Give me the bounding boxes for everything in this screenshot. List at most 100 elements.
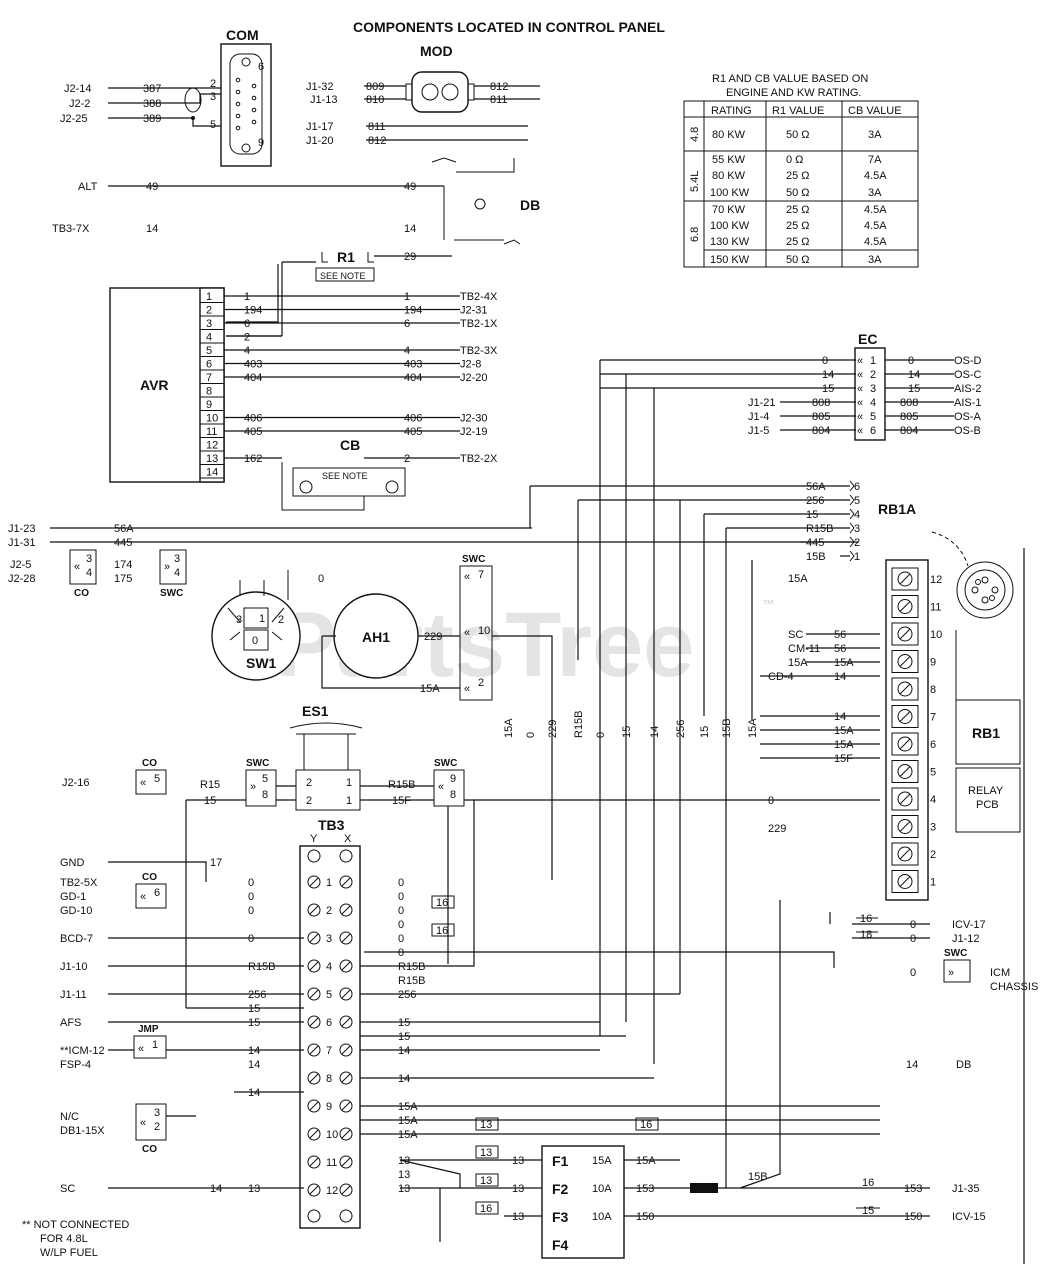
tb3-left-wire: 14 xyxy=(248,1045,260,1057)
rb1a-pin: 5 xyxy=(854,495,860,507)
tb3-left-wire: 0 xyxy=(248,905,254,917)
mod-below-num: 811 xyxy=(368,121,386,133)
com-label: COM xyxy=(226,27,259,43)
avr-pin-number: 3 xyxy=(206,318,212,330)
co-bottom-label: CO xyxy=(142,1144,157,1155)
rm-tag: 16 xyxy=(860,913,872,925)
ec-wire-dest: OS-B xyxy=(954,425,981,437)
vertical-bus-label: 0 xyxy=(595,732,607,738)
avr-wire-num-right: 1 xyxy=(404,291,410,303)
rb1a-wire: 445 xyxy=(806,537,824,549)
table-cell: 100 KW xyxy=(710,187,750,199)
rb1a-wire: 256 xyxy=(806,495,824,507)
db-wire-from: TB3-7X xyxy=(52,223,90,235)
avr-wire-num: 405 xyxy=(244,426,262,438)
sw1-pos: 1 xyxy=(259,613,265,625)
table-caption: R1 AND CB VALUE BASED ON xyxy=(712,73,868,85)
table-cell: 3A xyxy=(868,187,882,199)
db-wire-to: 14 xyxy=(404,223,416,235)
com-wire-num: 388 xyxy=(143,98,161,110)
swc-es1r-pin: 9 xyxy=(450,773,456,785)
rb1a-pin: 3 xyxy=(854,523,860,535)
rb1-wire: 56 xyxy=(834,629,846,641)
sw1-pos: 3 xyxy=(236,614,242,626)
rb1-source: 0 xyxy=(768,795,774,807)
avr-wire-num-right: 405 xyxy=(404,426,422,438)
rating-table: R1 AND CB VALUE BASED ON ENGINE AND KW R… xyxy=(683,73,919,268)
tb3-tag: 13 xyxy=(480,1175,492,1187)
ec-wire-dest: OS-D xyxy=(954,355,982,367)
mod-wire-right: 812 xyxy=(490,81,508,93)
rb1-terminal-number: 7 xyxy=(930,712,936,724)
footnote: W/LP FUEL xyxy=(40,1247,98,1259)
tb3-y: Y xyxy=(310,833,318,845)
tb3-tag: 16 xyxy=(436,897,448,909)
avr-wire-num: 404 xyxy=(244,372,262,384)
es1-label: ES1 xyxy=(302,703,329,719)
mod-below-num: 812 xyxy=(368,135,386,147)
tb3-row-number: 9 xyxy=(326,1101,332,1113)
table-cell: 4.5A xyxy=(864,170,887,182)
ec-pin-number: 2 xyxy=(870,369,876,381)
com-connector: COM 2 3 5 6 9 xyxy=(210,27,272,167)
table-cell: 50 Ω xyxy=(786,254,810,266)
swc-ah1-pin: 2 xyxy=(478,677,484,689)
ec-label: EC xyxy=(858,331,877,347)
tb3-row-number: 11 xyxy=(326,1157,337,1169)
tb3-left-source: J1-10 xyxy=(60,961,88,973)
fuse-name: F4 xyxy=(552,1237,569,1253)
rb1-source: SC xyxy=(788,629,803,641)
tb3-left-wire: 0 xyxy=(248,933,254,945)
tb3-right-wire: 14 xyxy=(398,1045,410,1057)
co-lower-pin: 6 xyxy=(154,887,160,899)
bottom-out: 150 xyxy=(904,1211,922,1223)
bottom-to: J1-35 xyxy=(952,1183,980,1195)
watermark-trademark: ™ xyxy=(762,597,774,611)
fuse-out: 150 xyxy=(636,1211,654,1223)
chevron-icon: « xyxy=(464,627,470,639)
table-cell: 55 KW xyxy=(712,154,746,166)
co-bottom-pin: 2 xyxy=(154,1121,160,1133)
avr-wire-num: 1 xyxy=(244,291,250,303)
ah1-wire: 15A xyxy=(420,683,440,695)
table-cell: 150 KW xyxy=(710,254,750,266)
swc-es1-pin: 8 xyxy=(262,789,268,801)
tb3-right-wire: R15B xyxy=(398,975,426,987)
r1-resistor: R1 SEE NOTE xyxy=(315,249,375,282)
com-pin: 9 xyxy=(258,137,264,149)
table-header: R1 VALUE xyxy=(772,105,824,117)
table-cell: 25 Ω xyxy=(786,204,810,216)
chassis-label: CHASSIS xyxy=(990,981,1038,993)
avr-wire-num: 406 xyxy=(244,413,262,425)
ec-wire-right: 804 xyxy=(900,425,918,437)
rb1-wire: 15A xyxy=(834,657,854,669)
co-lower: CO « 6 xyxy=(135,872,167,909)
rb1-terminal-number: 3 xyxy=(930,822,936,834)
chevron-icon: » xyxy=(250,781,256,793)
rb1a-wire: 15B xyxy=(806,551,826,563)
table-cell: 100 KW xyxy=(710,220,750,232)
bottom-wire: 15B xyxy=(748,1171,768,1183)
avr-wire-dest: TB2-4X xyxy=(460,291,498,303)
table-cell: 130 KW xyxy=(710,236,750,248)
tb3-left-source: GND xyxy=(60,857,85,869)
avr-pin-number: 6 xyxy=(206,359,212,371)
jmp-jumper: JMP « 1 xyxy=(133,1024,167,1059)
mod-below-from: J1-17 xyxy=(306,121,334,133)
com-pin: 6 xyxy=(258,61,264,73)
r1-note: SEE NOTE xyxy=(320,271,366,281)
vertical-bus-label: 15 xyxy=(699,726,711,738)
tb3-left-wire: 15 xyxy=(248,1003,260,1015)
table-cell: 80 KW xyxy=(712,129,746,141)
com-wire-from: J2-25 xyxy=(60,113,88,125)
rb1-wire: 15A xyxy=(834,739,854,751)
tb3-row-number: 12 xyxy=(326,1185,338,1197)
table-engine: 5.4L xyxy=(689,171,701,192)
co-es1-pin: 5 xyxy=(154,773,160,785)
co-small-label: CO xyxy=(74,588,89,599)
tb3-right-wire: R15B xyxy=(398,961,426,973)
tb3-left-tag: 17 xyxy=(210,857,222,869)
chevron-icon: « xyxy=(464,683,470,695)
